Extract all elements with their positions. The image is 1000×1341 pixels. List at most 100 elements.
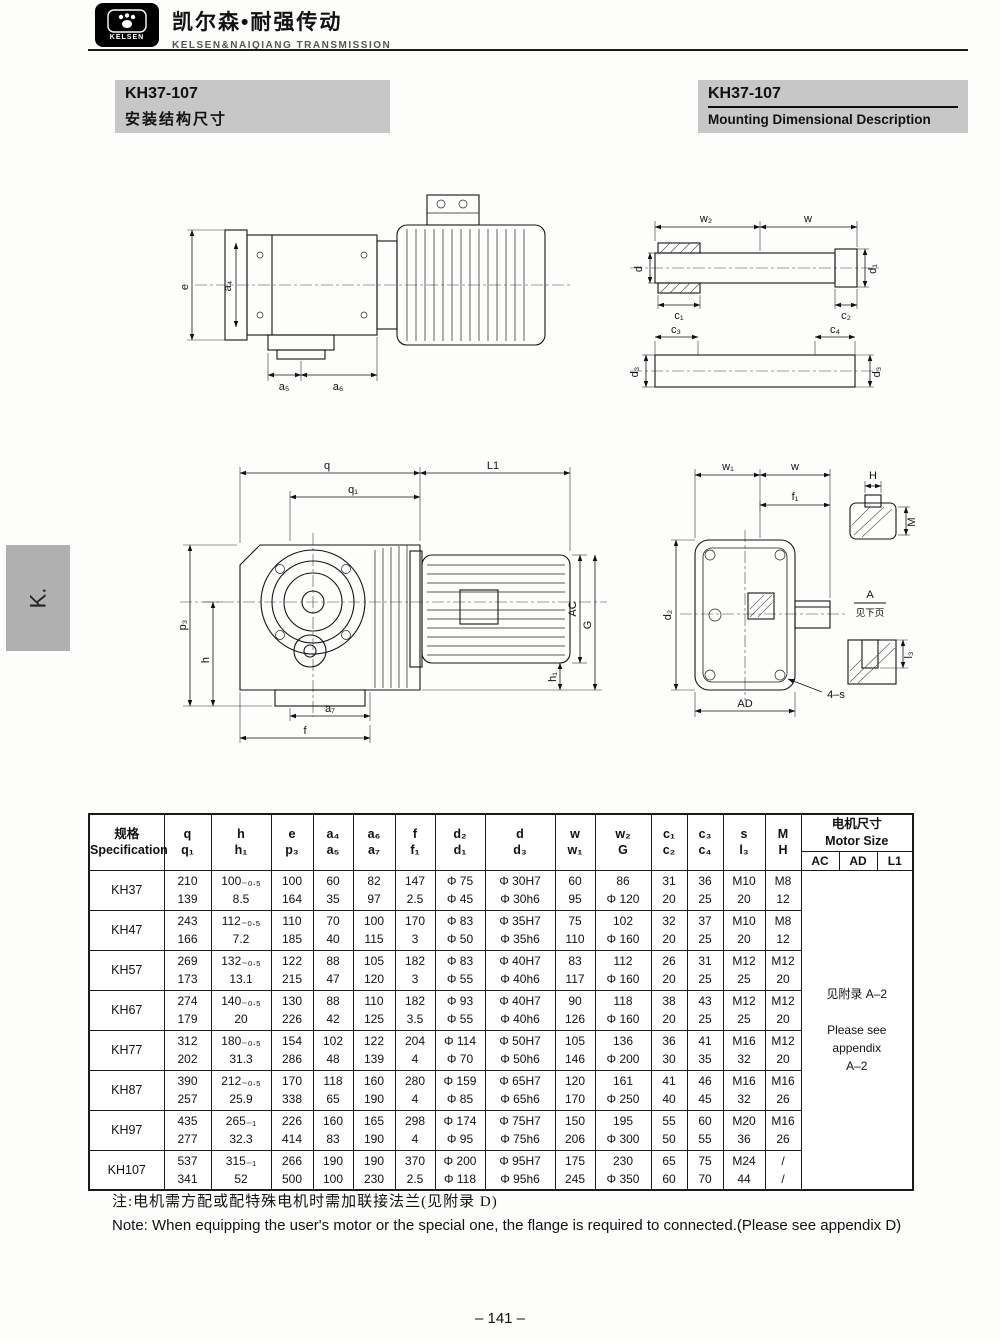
value-top: 170 <box>281 1074 303 1089</box>
value-bottom: 20 <box>776 1052 790 1067</box>
kelsen-logo: KELSEN <box>95 3 159 47</box>
value-bottom: 338 <box>281 1092 303 1107</box>
value-bottom: 20 <box>662 892 676 907</box>
value-top: Φ 30H7 <box>499 874 541 889</box>
value-bottom: 139 <box>363 1052 385 1067</box>
value-top: 165 <box>363 1114 385 1129</box>
value-bottom: Φ 30h6 <box>500 892 540 907</box>
value-top: 120 <box>564 1074 586 1089</box>
dim-label-d3-left: d₃ <box>629 367 641 378</box>
dim-header-top: s <box>740 826 748 841</box>
value-top: 204 <box>404 1034 426 1049</box>
value-top: Φ 65H7 <box>499 1074 541 1089</box>
value-bottom: Φ 50h6 <box>500 1052 540 1067</box>
dim-label-w1: w₁ <box>721 461 734 473</box>
spec-cell: KH57 <box>88 949 165 991</box>
dim-header-bottom: a₇ <box>368 843 380 858</box>
value-bottom: 166 <box>177 932 198 947</box>
subtitle-cn: 安装结构尺寸 <box>125 111 228 128</box>
value-bottom: 35 <box>698 1052 712 1067</box>
value-bottom: 36 <box>737 1132 751 1147</box>
value-bottom: 25 <box>698 892 712 907</box>
value-top: 160 <box>363 1074 385 1089</box>
dim-header-bottom: H <box>778 843 788 858</box>
spec-cell: KH37 <box>88 869 165 911</box>
value-top: Φ 174 <box>443 1114 477 1129</box>
dim-header-top: a₄ <box>326 826 340 841</box>
label-4s: 4–s <box>827 689 845 701</box>
value-bottom: / <box>781 1172 785 1187</box>
value-bottom: 146 <box>564 1052 586 1067</box>
dim-header-bottom: d₃ <box>513 843 527 858</box>
motor-sub-header: AD <box>838 850 878 871</box>
value-top: 86 <box>616 874 630 889</box>
value-bottom: 4 <box>411 1092 419 1107</box>
value-bottom: Φ 70 <box>446 1052 474 1067</box>
motor-note-cell: 见附录 A–2 Please see appendix A–2 <box>800 869 914 1191</box>
value-bottom: Φ 95 <box>446 1132 474 1147</box>
value-top: M10 <box>732 874 756 889</box>
brand-name-cn: 凯尔森•耐强传动 <box>172 11 343 34</box>
value-bottom: 120 <box>363 972 385 987</box>
dim-label-c1: c₁ <box>674 310 684 322</box>
value-bottom: 30 <box>662 1052 676 1067</box>
value-bottom: 26 <box>776 1092 790 1107</box>
value-top: 210 <box>177 874 198 889</box>
value-bottom: 83 <box>326 1132 340 1147</box>
dim-label-h1: h₁ <box>547 672 559 682</box>
value-top: 26 <box>662 954 676 969</box>
dim-label-c3: c₃ <box>671 324 681 336</box>
value-bottom: 230 <box>363 1172 385 1187</box>
dim-header-top: d₂ <box>453 826 467 841</box>
value-top: 60 <box>568 874 582 889</box>
value-top: 105 <box>564 1034 586 1049</box>
dim-label-f: f <box>303 725 307 737</box>
value-bottom: 25.9 <box>229 1092 253 1107</box>
value-top: 112 <box>613 954 633 969</box>
value-bottom: Φ 55 <box>446 972 474 987</box>
dim-header-bottom: c₄ <box>698 843 712 858</box>
value-bottom: 215 <box>281 972 303 987</box>
section-mark-A: A <box>866 589 874 601</box>
value-bottom: Φ 75h6 <box>500 1132 540 1147</box>
dim-label-q1: q₁ <box>348 484 358 496</box>
dim-header-bottom: q₁ <box>181 843 194 858</box>
value-bottom: 2.5 <box>406 1172 424 1187</box>
value-top: 31 <box>698 954 712 969</box>
value-top: 88 <box>326 954 340 969</box>
value-top: Φ 75 <box>446 874 474 889</box>
value-bottom: Φ 160 <box>606 972 640 987</box>
value-top: Φ 200 <box>443 1154 477 1169</box>
dim-header-top: q <box>183 826 192 841</box>
value-top: M12 <box>732 994 756 1009</box>
value-top: M10 <box>732 914 756 929</box>
value-bottom: 12 <box>776 892 790 907</box>
value-top: 100 <box>281 874 303 889</box>
value-bottom: 20 <box>737 892 751 907</box>
spec-header-en: Specification <box>90 843 168 858</box>
